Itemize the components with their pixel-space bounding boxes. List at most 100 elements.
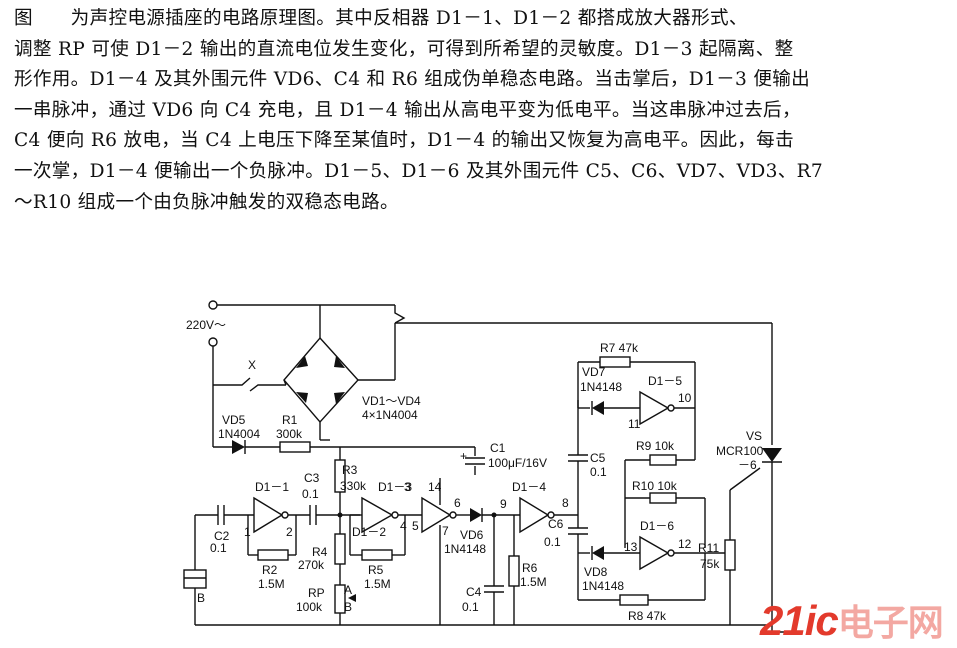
r11-name: R11 [698, 541, 719, 555]
d1-2-label: D1－2 [352, 525, 386, 539]
trigger-capacitors: C5 0.1 C6 0.1 [544, 400, 607, 600]
pin-5: 5 [412, 519, 419, 533]
microphone: B [183, 514, 218, 625]
r6-value: 1.5M [520, 575, 547, 589]
c3-name: C3 [304, 471, 320, 485]
c2-name: C2 [214, 529, 230, 543]
r11-value: 75k [700, 557, 720, 571]
vd7-part: 1N4148 [580, 380, 622, 394]
c3-capacitor: C3 0.1 [302, 471, 360, 525]
bias-network: R3 330k R4 270k RP 100k A B [296, 459, 367, 625]
text-line-3: 形作用。D1－4 及其外围元件 VD6、C4 和 R6 组成伪单稳态电路。当击掌… [14, 69, 811, 91]
rp-a-label: A [344, 583, 352, 597]
c3-value: 0.1 [302, 487, 319, 501]
bridge-part: 4×1N4004 [362, 408, 418, 422]
c2-capacitor: C2 0.1 [210, 505, 254, 555]
rp-value: 100k [296, 600, 323, 614]
r1-value: 300k [276, 427, 303, 441]
watermark-logo: 21ic电子网 [760, 597, 944, 646]
r9-label: R9 10k [636, 439, 675, 453]
pin-6: 6 [454, 496, 461, 510]
c1-value: 100μF/16V [488, 456, 547, 470]
vs-part-1: MCR100 [716, 444, 764, 458]
d1-3-top-label: D1－3 [378, 480, 412, 494]
vd6-part: 1N4148 [444, 542, 486, 556]
r4-name: R4 [312, 545, 328, 559]
pin-12: 12 [678, 537, 692, 551]
cross-coupling: R9 10k R10 10k [624, 439, 706, 548]
mains-label: 220V～ [186, 318, 226, 332]
vd8-name: VD8 [584, 565, 608, 579]
r6-name: R6 [522, 561, 538, 575]
rp-name: RP [308, 586, 325, 600]
r10-label: R10 10k [632, 479, 678, 493]
text-line-1: 图 为声控电源插座的电路原理图。其中反相器 D1－1、D1－2 都搭成放大器形式… [14, 8, 748, 29]
bistable-d1-5: R7 47k VD7 1N4148 D1－5 11 10 [577, 341, 696, 460]
pin-7: 7 [442, 524, 449, 538]
bridge-name: VD1～VD4 [362, 394, 421, 408]
r7-label: R7 47k [600, 341, 639, 355]
r1-name: R1 [282, 413, 298, 427]
text-line-6: 一次掌，D1－4 便输出一个负脉冲。D1－5、D1－6 及其外围元件 C5、C6… [14, 160, 824, 182]
watermark-part-1: 21ic [760, 597, 839, 644]
r5-value: 1.5M [364, 577, 391, 591]
c1-plus: + [460, 449, 467, 463]
pin-2: 2 [286, 525, 293, 539]
r4-value: 270k [298, 558, 325, 572]
text-line-2: 调整 RP 可使 D1－2 输出的直流电位发生变化，可得到所希望的灵敏度。D1－… [14, 38, 794, 60]
c1-name: C1 [490, 441, 506, 455]
vd6-name: VD6 [460, 528, 484, 542]
c4-name: C4 [466, 585, 482, 599]
watermark-part-2: 电子网 [837, 602, 944, 643]
r8-label: R8 47k [628, 609, 667, 623]
c4-r6-network: C4 0.1 R6 1.5M [462, 515, 547, 625]
bridge-rectifier: VD1～VD4 4×1N4004 [283, 335, 421, 440]
vd5-part: 1N4004 [218, 427, 260, 441]
mains-input: 220V～ X [186, 300, 406, 392]
inverter-d1-4: D1－4 8 [512, 480, 578, 534]
c6-name: C6 [548, 517, 564, 531]
r3-value: 330k [340, 479, 367, 493]
switch-x-label: X [248, 358, 256, 372]
pin-3: 3 [404, 480, 411, 494]
r2-value: 1.5M [258, 577, 285, 591]
rp-b-label: B [344, 600, 352, 614]
inverter-d1-3: 14 6 7 3 [404, 478, 470, 625]
pin-9: 9 [500, 497, 507, 511]
c4-value: 0.1 [462, 600, 479, 614]
c5-value: 0.1 [590, 465, 607, 479]
vd8-part: 1N4148 [582, 579, 624, 593]
pin-4: 4 [400, 519, 407, 533]
pin-14: 14 [428, 480, 442, 494]
text-line-4: 一串脉冲，通过 VD6 向 C4 充电，且 D1－4 输出从高电平变为低电平。当… [14, 99, 801, 121]
r3-name: R3 [342, 463, 358, 477]
supply-rails: + C1 100μF/16V [195, 322, 784, 633]
vd7-name: VD7 [582, 365, 606, 379]
c2-value: 0.1 [210, 541, 227, 555]
d1-5-label: D1－5 [648, 374, 682, 388]
pin-10: 10 [678, 391, 692, 405]
description-text: 图 为声控电源插座的电路原理图。其中反相器 D1－1、D1－2 都搭成放大器形式… [14, 4, 950, 218]
pin-13: 13 [624, 540, 638, 554]
vs-part-2: －6 [738, 458, 757, 472]
output-stage: R11 75k VS MCR100 －6 [698, 429, 782, 625]
d1-1-label: D1－1 [255, 480, 289, 494]
pin-8: 8 [562, 496, 569, 510]
inverter-d1-1: D1－1 1 2 R2 1.5M [244, 480, 310, 591]
vd5-name: VD5 [222, 413, 246, 427]
bistable-d1-6: VD8 1N4148 D1－6 13 12 R8 47k [578, 519, 730, 623]
c6-value: 0.1 [544, 535, 561, 549]
d1-6-label: D1－6 [640, 519, 674, 533]
vs-name: VS [746, 429, 762, 443]
mic-b-label: B [197, 591, 205, 605]
vd5-r1-branch: VD5 1N4004 R1 300k [212, 385, 475, 460]
r5-name: R5 [368, 563, 384, 577]
text-line-5: C4 便向 R6 放电，当 C4 上电压下降至某值时，D1－4 的输出又恢复为高… [14, 130, 794, 152]
text-line-7: ～R10 组成一个由负脉冲触发的双稳态电路。 [14, 191, 399, 213]
pin-11: 11 [628, 417, 641, 431]
d1-4-label: D1－4 [512, 480, 546, 494]
c5-name: C5 [590, 451, 606, 465]
r2-name: R2 [262, 563, 278, 577]
inverter-d1-2: D1－3 4 D1－2 R5 1.5M 5 [349, 480, 422, 591]
